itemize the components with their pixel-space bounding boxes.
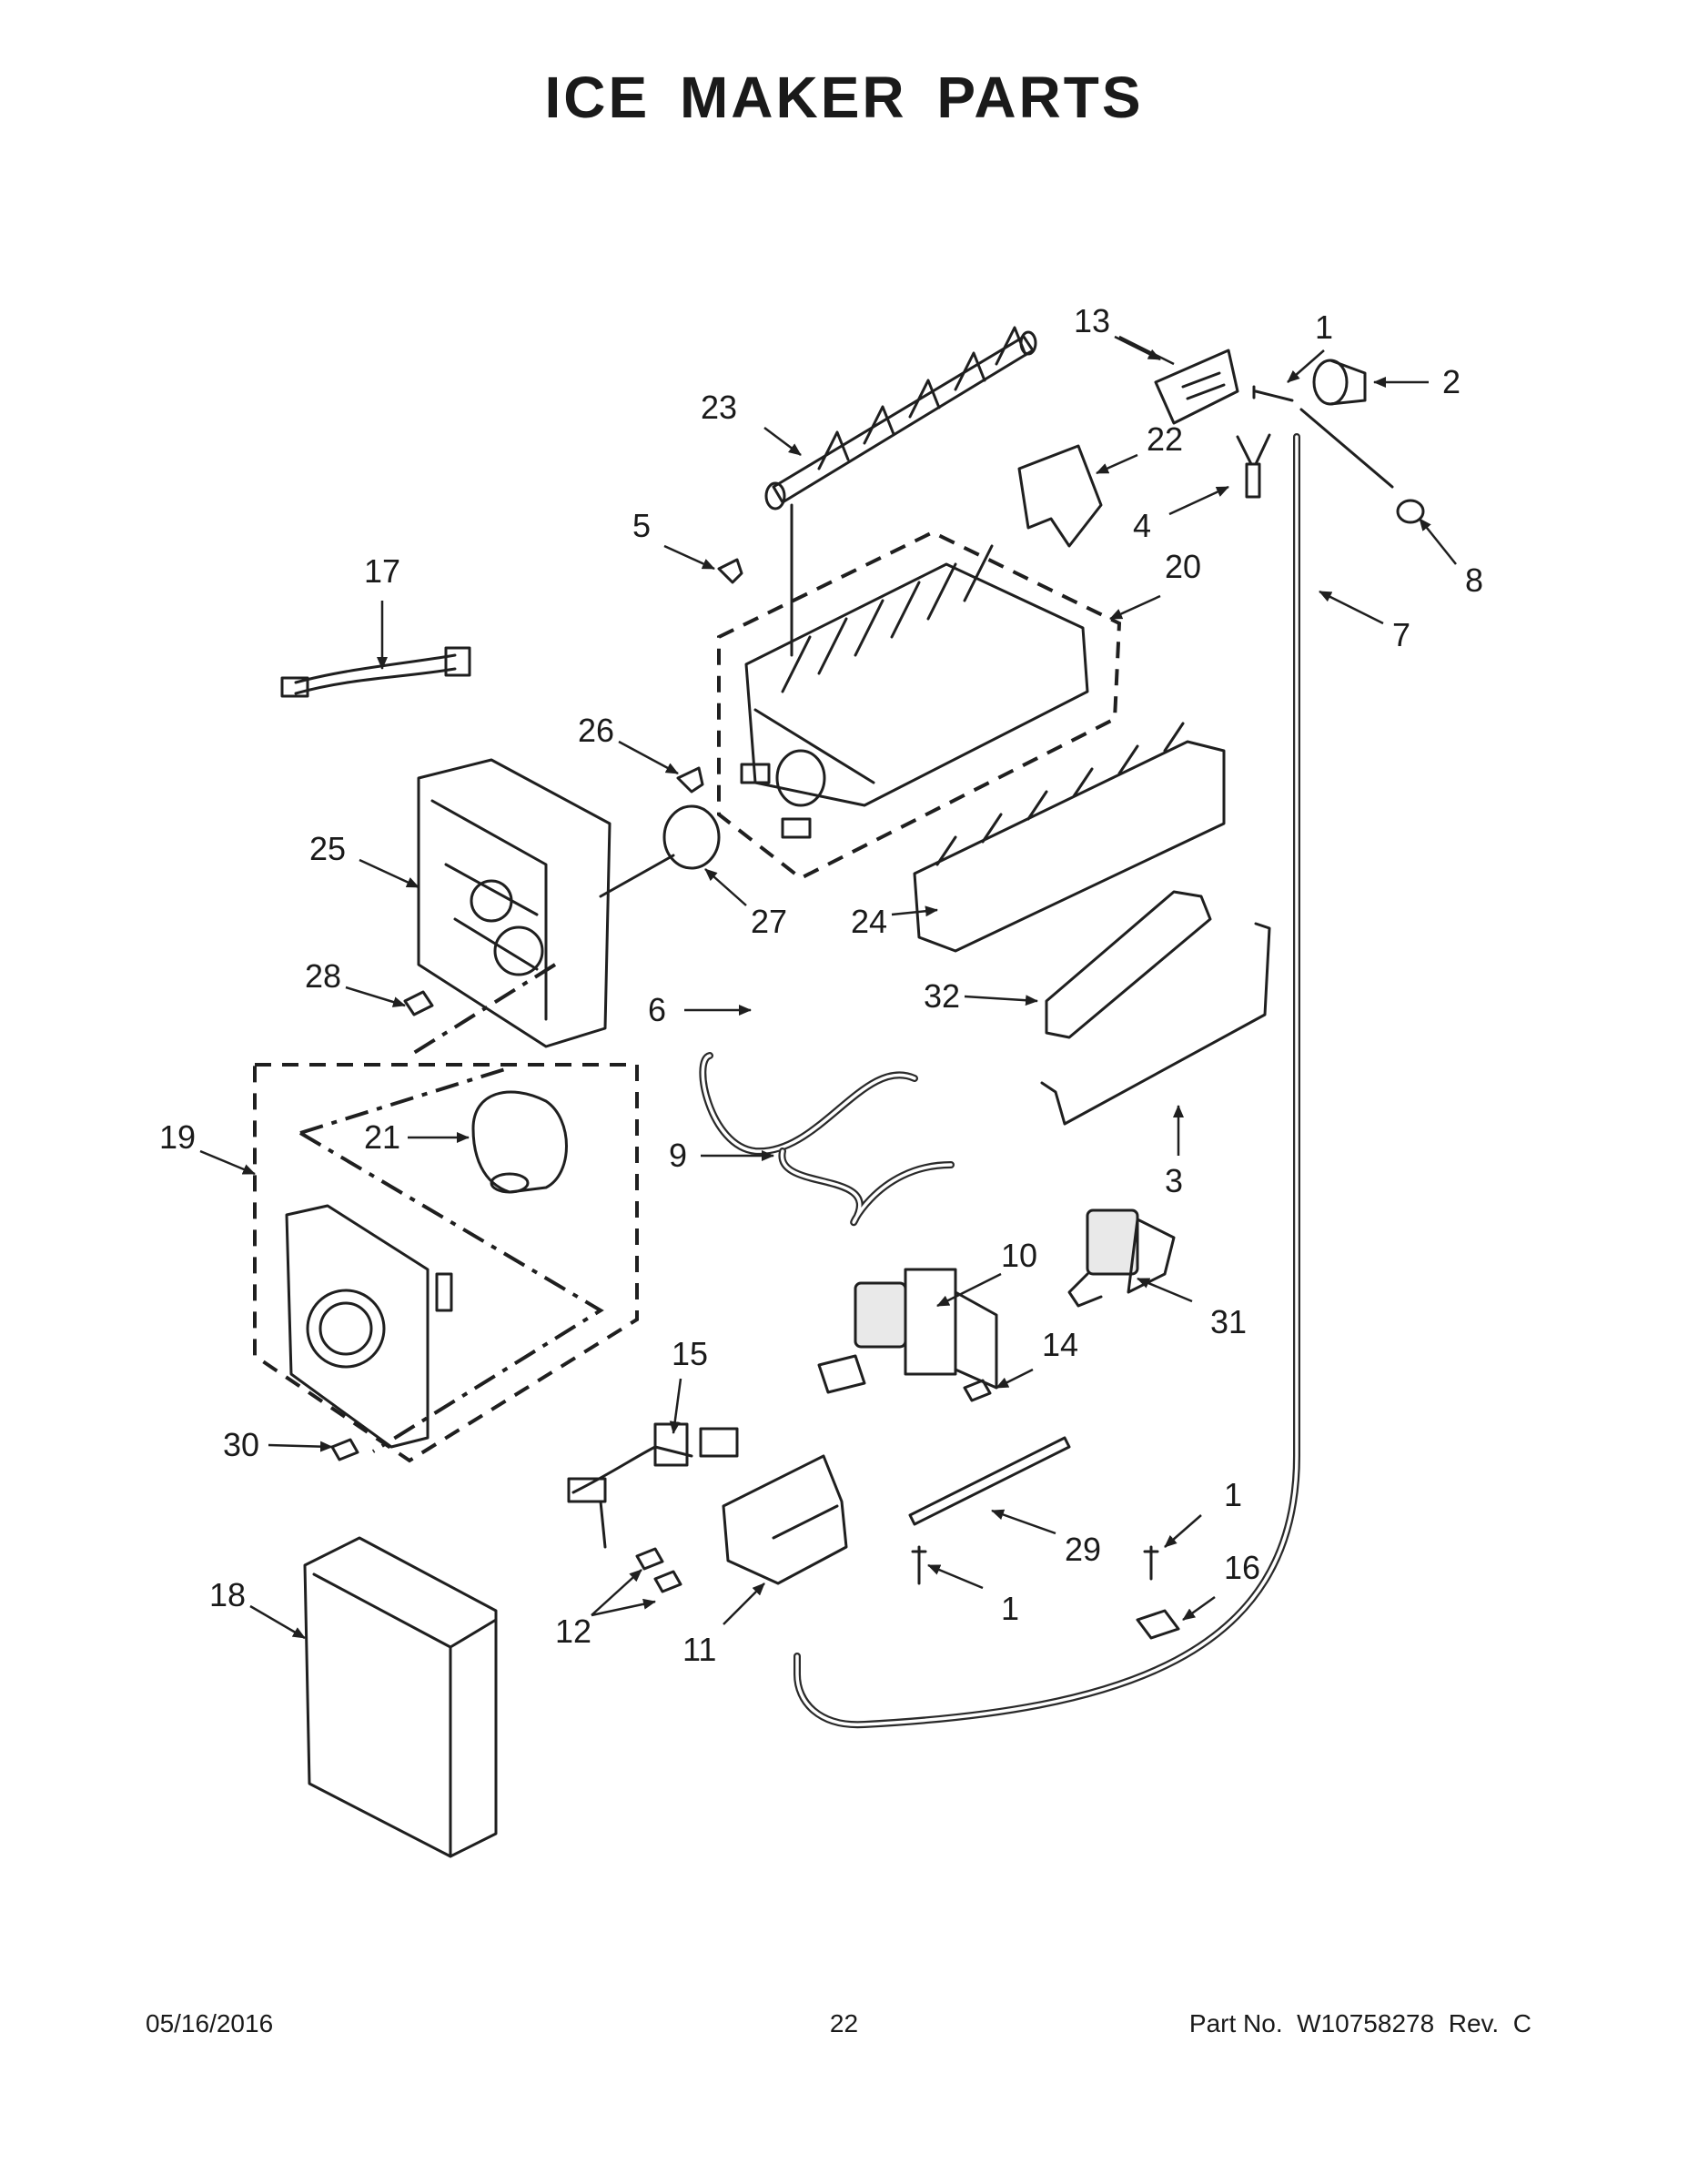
control-assembly-dashed-outline [253,1063,639,1463]
callout-11: 11 [682,1631,716,1668]
callout-7: 7 [1392,616,1410,653]
screw-12a-part [635,1547,664,1571]
fill-tube-arm [1299,408,1394,489]
mold-cover-part [1154,349,1239,425]
shutoff-wire-3-part [1040,922,1271,1126]
callout-27: 27 [751,903,787,940]
callout-12: 12 [555,1613,591,1650]
water-valve-10-part [817,1268,998,1394]
callout-29: 29 [1065,1531,1101,1568]
motor-27-part [599,804,721,898]
hose-6-part [699,1052,918,1156]
screw-top-part [1252,385,1294,402]
callout-10: 10 [1001,1237,1037,1274]
callout-6: 6 [648,991,666,1028]
ice-mold-dashed-outline [717,530,1122,881]
strip-29-part [908,1436,1071,1526]
callout-26: 26 [578,712,614,749]
screw-12b-part [653,1570,682,1593]
screw-14-part [963,1379,992,1402]
callout-13: 13 [1074,302,1110,339]
cover-box-18-part [303,1536,498,1858]
callout-20: 20 [1165,548,1201,585]
callout-8: 8 [1465,561,1483,599]
ejector-arm-part [764,326,1037,657]
clip-part [717,558,743,584]
bracket-32-part [1045,890,1212,1039]
footer-page-number: 22 [829,2009,859,2037]
ice-stripper-part [913,722,1226,953]
fill-cup-part [1312,359,1367,406]
ice-mold-part [740,544,1089,839]
control-module-part [285,1204,453,1449]
callout-3: 3 [1165,1162,1183,1199]
callout-32: 32 [924,977,960,1015]
motor-21-part [471,1090,568,1194]
screw-1b-part [911,1545,927,1585]
callout-labels: 1 2 3 4 5 6 7 8 9 10 11 12 13 14 15 16 1… [159,302,1483,1668]
callout-16: 16 [1224,1549,1260,1586]
callout-25: 25 [309,830,346,867]
callout-4: 4 [1133,507,1151,544]
screw-30-part [330,1438,359,1461]
assembly-axis-2 [298,1131,604,1453]
callout-1c: 1 [1224,1476,1242,1513]
callout-15: 15 [672,1335,708,1372]
thermostat-part [1236,433,1271,499]
callout-17: 17 [364,552,400,590]
water-valve-31-part [1067,1208,1176,1308]
callout-9: 9 [669,1137,687,1174]
leader-lines [199,335,1457,1640]
callout-2: 2 [1442,363,1461,400]
clamp-16-part [1136,1609,1180,1640]
callout-5: 5 [632,507,651,544]
callout-1b: 1 [1001,1590,1019,1627]
footer-part-number: Part No. W10758278 Rev. C [1188,2009,1531,2037]
callout-22: 22 [1147,420,1183,458]
page-title: ICE MAKER PARTS [544,65,1144,130]
callout-30: 30 [223,1426,259,1463]
assembly-axis-3 [408,963,557,1057]
callout-28: 28 [305,957,341,995]
grommet-part [1396,499,1425,524]
control-housing-part [417,758,612,1048]
callout-31: 31 [1210,1303,1247,1340]
screw-28-part [403,990,434,1016]
shutoff-arm-part [1017,444,1103,548]
harness-15-part [567,1422,739,1549]
callout-24: 24 [851,903,887,940]
assembly-axis-1 [299,1067,506,1135]
callout-21: 21 [364,1118,400,1156]
footer-date: 05/16/2016 [146,2009,274,2037]
bracket-11-part [722,1454,848,1585]
callout-23: 23 [701,389,737,426]
callout-1a: 1 [1315,308,1333,346]
callout-18: 18 [209,1576,246,1613]
callout-19: 19 [159,1118,196,1156]
wire-harness-part [280,646,471,698]
callout-14: 14 [1042,1326,1078,1363]
hose-9-part [778,1148,955,1226]
screw-1c-part [1143,1545,1159,1581]
clip-26-part [676,766,704,794]
